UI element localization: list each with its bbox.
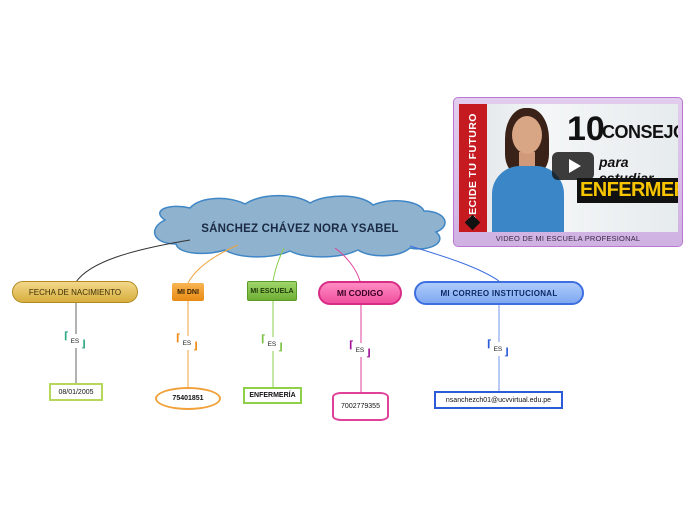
thumbnail-line3: ENFERMERÍA: [577, 178, 678, 203]
topic-fecha-nacimiento[interactable]: FECHA DE NACIMIENTO: [12, 281, 138, 303]
relation-label: ES: [267, 340, 277, 348]
thumbnail-number: 10: [567, 110, 605, 148]
play-button[interactable]: [552, 152, 594, 180]
relation-label: ES: [355, 346, 365, 354]
video-caption: VIDEO DE MI ESCUELA PROFESIONAL: [495, 234, 641, 243]
value-escuela[interactable]: ENFERMERÍA: [243, 387, 302, 404]
video-card[interactable]: DECIDE TU FUTURO 10 CONSEJOS para estudi…: [453, 97, 683, 247]
bracket-close-icon: ⌋: [193, 341, 198, 352]
relation-codigo[interactable]: ⌈ ES ⌋: [347, 340, 373, 359]
relation-correo[interactable]: ⌈ ES ⌋: [485, 339, 511, 358]
bracket-close-icon: ⌋: [504, 347, 509, 358]
topic-mi-codigo[interactable]: MI CODIGO: [318, 281, 402, 305]
branch-curve-dni: [187, 244, 239, 284]
thumbnail-line1: CONSEJOS: [602, 122, 678, 142]
relation-dni[interactable]: ⌈ ES ⌋: [174, 333, 200, 352]
value-codigo[interactable]: 7002779355: [332, 392, 389, 421]
relation-fecha[interactable]: ⌈ ES ⌋: [62, 331, 88, 350]
central-topic-cloud[interactable]: [153, 194, 446, 258]
bracket-close-icon: ⌋: [278, 342, 283, 353]
topic-mi-escuela[interactable]: MI ESCUELA: [247, 281, 297, 301]
bracket-open-icon: ⌈: [349, 340, 354, 351]
relation-label: ES: [182, 339, 192, 347]
branch-curve-codigo: [334, 247, 361, 282]
bracket-close-icon: ⌋: [81, 339, 86, 350]
topic-mi-correo[interactable]: MI CORREO INSTITUCIONAL: [414, 281, 584, 305]
thumbnail-banner: DECIDE TU FUTURO: [459, 104, 487, 232]
nurse-face: [512, 116, 542, 154]
topic-mi-dni[interactable]: MI DNI: [172, 283, 204, 301]
bracket-close-icon: ⌋: [366, 348, 371, 359]
video-thumbnail[interactable]: DECIDE TU FUTURO 10 CONSEJOS para estudi…: [459, 104, 678, 232]
bracket-open-icon: ⌈: [64, 331, 69, 342]
branch-curve-fecha: [75, 239, 191, 283]
bracket-open-icon: ⌈: [261, 334, 266, 345]
relation-label: ES: [70, 337, 80, 345]
branch-curve-escuela: [272, 247, 285, 282]
bracket-open-icon: ⌈: [176, 333, 181, 344]
central-topic-title[interactable]: SÁNCHEZ CHÁVEZ NORA YSABEL: [201, 223, 399, 235]
relation-label: ES: [493, 345, 503, 353]
bracket-open-icon: ⌈: [487, 339, 492, 350]
play-icon: [568, 159, 581, 173]
relation-escuela[interactable]: ⌈ ES ⌋: [259, 334, 285, 353]
value-correo[interactable]: nsanchezch01@ucvvirtual.edu.pe: [434, 391, 563, 409]
banner-text: DECIDE TU FUTURO: [467, 113, 479, 223]
value-dni[interactable]: 75401851: [155, 387, 221, 410]
value-fecha-nacimiento[interactable]: 08/01/2005: [49, 383, 103, 401]
branch-curve-correo: [409, 245, 500, 282]
